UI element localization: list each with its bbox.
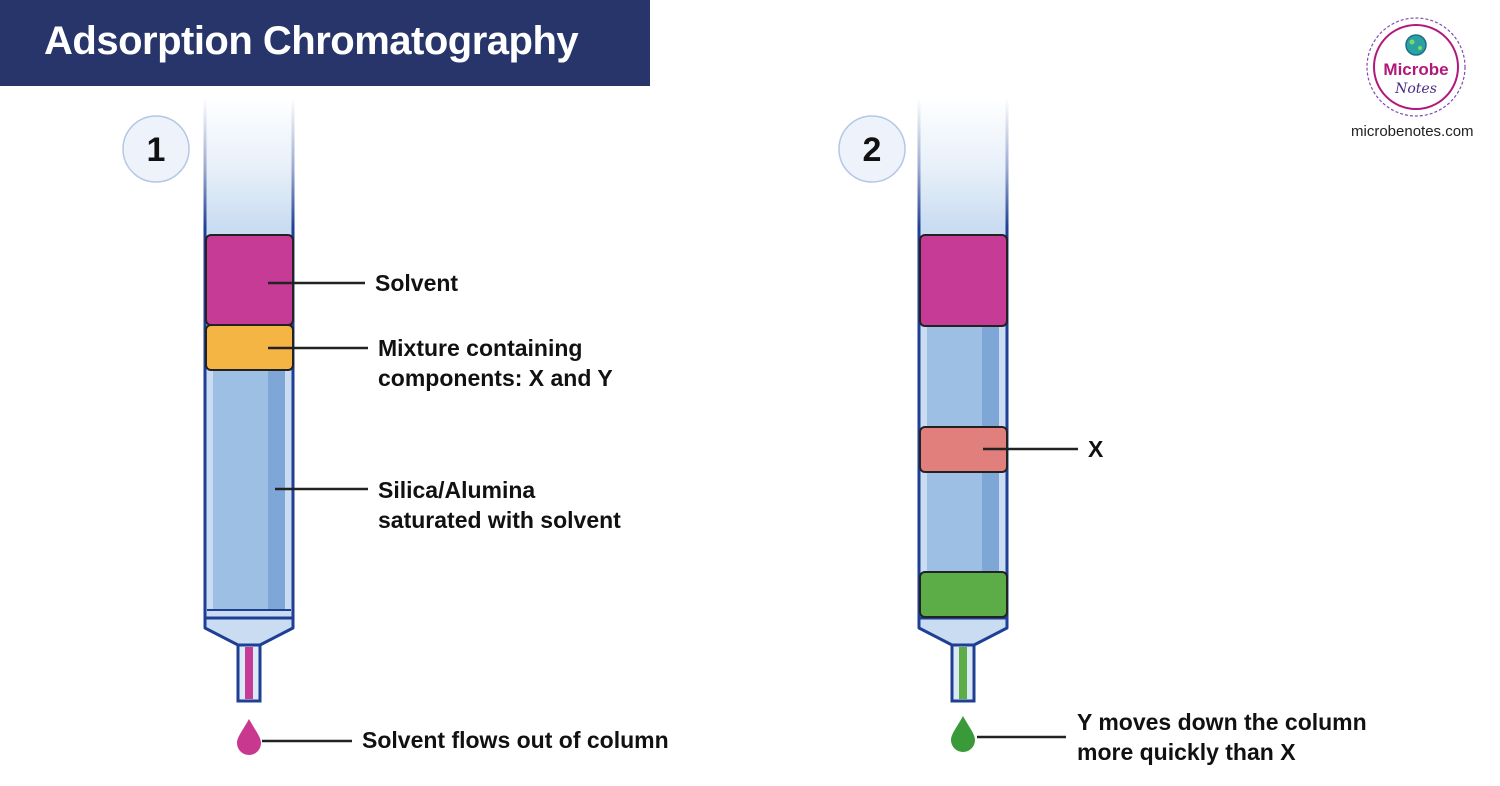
site-url: microbenotes.com (1351, 123, 1474, 140)
solvent-band-2 (919, 234, 1008, 327)
y-band (919, 571, 1008, 618)
solvent-label: Solvent (375, 270, 459, 296)
column-2-stem-liquid (959, 647, 967, 699)
logo-word: Microbe (1383, 60, 1448, 79)
silica-label-line1: Silica/Alumina (378, 477, 536, 503)
column-2 (914, 98, 1014, 752)
microbe-notes-logo: Microbe Notes (1366, 17, 1466, 117)
logo-notes: Notes (1394, 81, 1437, 97)
logo-ring-inner (1373, 24, 1459, 110)
column-1-packing-shade (268, 360, 285, 610)
silica-label-line2: saturated with solvent (378, 507, 621, 533)
y-drop-icon (951, 716, 975, 752)
step-badge-1: 1 (122, 115, 190, 183)
column-1 (200, 98, 300, 755)
y-label-line2: more quickly than X (1077, 739, 1296, 765)
solvent-flow-label: Solvent flows out of column (362, 727, 669, 753)
column-1-funnel (203, 616, 295, 647)
column-1-stem-liquid (245, 647, 253, 699)
microbe-globe-dot-2 (1418, 46, 1422, 50)
step-number-2: 2 (863, 131, 882, 169)
mixture-label-line1: Mixture containing (378, 335, 583, 361)
step-number-1: 1 (147, 131, 166, 169)
title-bar: Adsorption Chromatography (0, 0, 650, 86)
x-label: X (1088, 436, 1104, 462)
page-title: Adsorption Chromatography (44, 19, 579, 63)
column-2-fade (914, 98, 1014, 228)
leader-lines (262, 281, 1078, 743)
solvent-drop-icon (237, 719, 261, 755)
step-badge-2: 2 (838, 115, 906, 183)
microbe-globe-dot-1 (1409, 39, 1415, 45)
step-badge-2-circle (838, 115, 906, 183)
microbe-globe-icon (1405, 34, 1427, 56)
mixture-label-line2: components: X and Y (378, 365, 613, 391)
column-1-fade (200, 98, 300, 228)
column-2-funnel (917, 616, 1009, 647)
step-badge-1-circle (122, 115, 190, 183)
y-label-line1: Y moves down the column (1077, 709, 1367, 735)
logo-ring-outer (1366, 17, 1466, 117)
solvent-band (205, 234, 294, 326)
